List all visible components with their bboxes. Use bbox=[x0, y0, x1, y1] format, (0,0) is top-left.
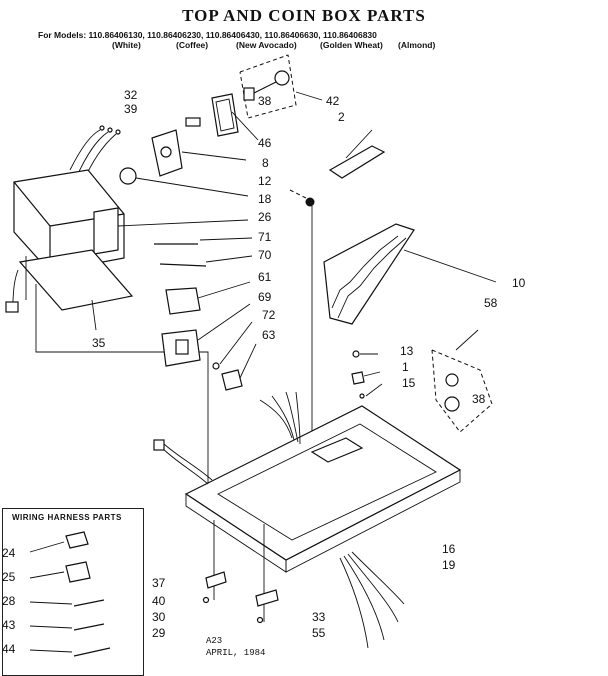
color-almond: (Almond) bbox=[398, 40, 436, 50]
color-coffee: (Coffee) bbox=[176, 40, 209, 50]
part-label-19: 19 bbox=[442, 558, 456, 572]
wiring-harness-box bbox=[2, 508, 144, 676]
part-label-61: 61 bbox=[258, 270, 272, 284]
part-label-13: 13 bbox=[400, 344, 414, 358]
coin-slide-parts bbox=[154, 237, 253, 267]
models-line: For Models: 110.86406130, 110.86406230, … bbox=[38, 30, 377, 40]
color-golden-wheat: (Golden Wheat) bbox=[320, 40, 383, 50]
diagram-title: TOP AND COIN BOX PARTS bbox=[182, 6, 426, 25]
wiring-harness-parts-art bbox=[29, 531, 111, 657]
part-label-33: 33 bbox=[312, 610, 326, 624]
coin-box-61 bbox=[165, 287, 201, 315]
part-label-1: 1 bbox=[402, 360, 409, 374]
part-label-25: 25 bbox=[2, 570, 16, 584]
timer-assembly bbox=[119, 117, 249, 197]
wire-bundle-lower bbox=[339, 551, 405, 649]
part-label-15: 15 bbox=[402, 376, 416, 390]
part-label-26: 26 bbox=[258, 210, 272, 224]
part-label-2: 2 bbox=[338, 110, 345, 124]
part-label-24: 24 bbox=[2, 546, 16, 560]
color-white: (White) bbox=[112, 40, 141, 50]
console-housing bbox=[13, 169, 249, 273]
coin-box-69 bbox=[161, 303, 257, 391]
wire-bundle-left bbox=[153, 439, 213, 485]
part-label-18: 18 bbox=[258, 192, 272, 206]
part-label-71: 71 bbox=[258, 230, 272, 244]
part-label-70: 70 bbox=[258, 248, 272, 262]
part-label-8: 8 bbox=[262, 156, 269, 170]
console-panel bbox=[323, 223, 497, 325]
part-label-30: 30 bbox=[152, 610, 166, 624]
part-label-40: 40 bbox=[152, 594, 166, 608]
plate-part-2 bbox=[328, 145, 386, 179]
footer-code: A23 bbox=[206, 636, 223, 646]
part-label-12: 12 bbox=[258, 174, 272, 188]
harness-bracket bbox=[5, 249, 209, 488]
part-label-44: 44 bbox=[2, 642, 16, 656]
part-label-58: 58 bbox=[484, 296, 498, 310]
part-label-32: 32 bbox=[124, 88, 138, 102]
part-label-35: 35 bbox=[92, 336, 106, 350]
part-label-38-lower: 38 bbox=[472, 392, 486, 406]
part-label-38-upper: 38 bbox=[258, 94, 272, 108]
part-label-63: 63 bbox=[262, 328, 276, 342]
fasteners-13-1-15 bbox=[351, 350, 383, 399]
part-label-43: 43 bbox=[2, 618, 16, 632]
part-label-29: 29 bbox=[152, 626, 166, 640]
part-label-16: 16 bbox=[442, 542, 456, 556]
part-label-55: 55 bbox=[312, 626, 326, 640]
part-label-69: 69 bbox=[258, 290, 272, 304]
top-panel bbox=[184, 405, 462, 573]
footer-date: APRIL, 1984 bbox=[206, 648, 266, 658]
part-label-46: 46 bbox=[258, 136, 272, 150]
wiring-harness-title: WIRING HARNESS PARTS bbox=[12, 513, 122, 522]
part-label-28: 28 bbox=[2, 594, 16, 608]
part-label-10: 10 bbox=[512, 276, 526, 290]
hinges bbox=[202, 520, 279, 624]
part-label-42: 42 bbox=[326, 94, 340, 108]
wire-bundle-center bbox=[259, 391, 301, 445]
color-new-avocado: (New Avocado) bbox=[236, 40, 297, 50]
coin-slide-assembly bbox=[211, 54, 323, 141]
coin-acceptor-58 bbox=[431, 329, 493, 433]
part-label-37: 37 bbox=[152, 576, 166, 590]
part-label-39: 39 bbox=[124, 102, 138, 116]
part-label-72: 72 bbox=[262, 308, 276, 322]
